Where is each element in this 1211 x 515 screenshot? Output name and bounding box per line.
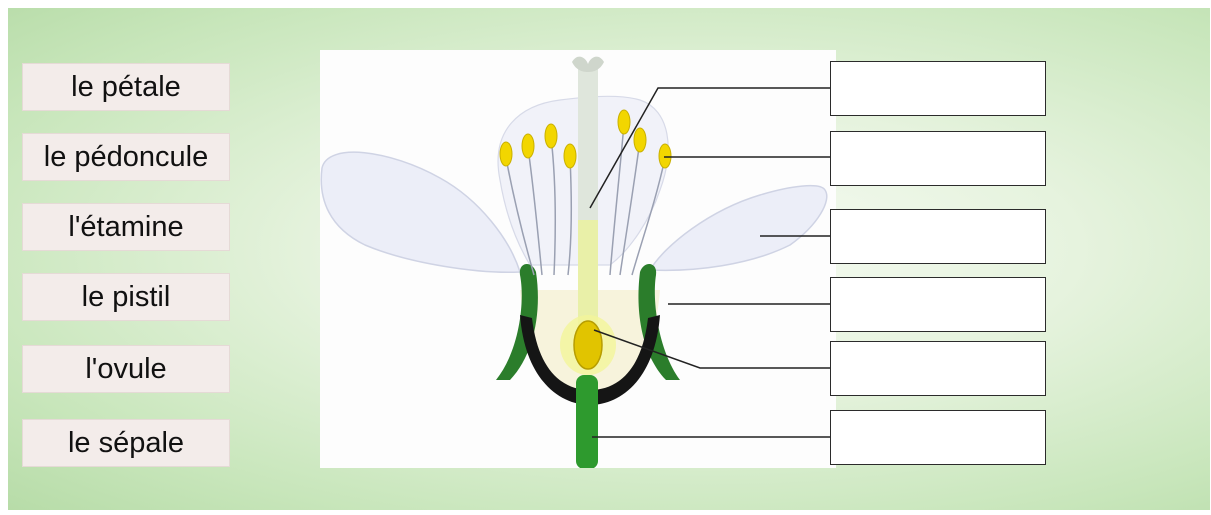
word-card-petale[interactable]: le pétale [22, 63, 230, 111]
answer-box-6[interactable] [830, 410, 1046, 465]
answer-box-4[interactable] [830, 277, 1046, 332]
flower-illustration [320, 50, 836, 468]
word-card-pedoncule[interactable]: le pédoncule [22, 133, 230, 181]
pistil-stigma [572, 57, 604, 72]
answer-box-2[interactable] [830, 131, 1046, 186]
ovule [574, 321, 602, 369]
answer-box-1[interactable] [830, 61, 1046, 116]
petal-right [650, 186, 827, 271]
word-card-sepale[interactable]: le sépale [22, 419, 230, 467]
word-card-etamine[interactable]: l'étamine [22, 203, 230, 251]
flower-diagram [320, 50, 836, 468]
word-card-ovule[interactable]: l'ovule [22, 345, 230, 393]
answer-box-5[interactable] [830, 341, 1046, 396]
pistil-style-yellow [578, 220, 598, 330]
answer-box-3[interactable] [830, 209, 1046, 264]
petal-left [321, 152, 520, 272]
word-card-pistil[interactable]: le pistil [22, 273, 230, 321]
peduncle [576, 375, 598, 468]
